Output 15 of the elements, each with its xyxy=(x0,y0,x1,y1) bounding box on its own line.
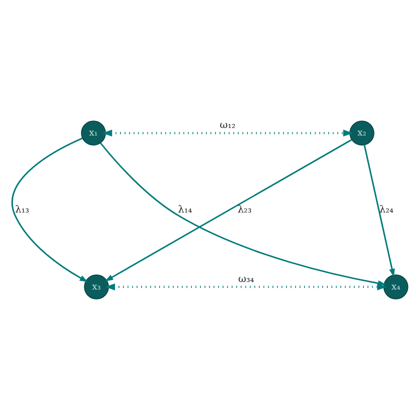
node-circle: x₂ xyxy=(349,120,374,146)
edge-label: λ₁₄ xyxy=(178,204,192,216)
edge-label: ω₃₄ xyxy=(238,274,254,285)
arrow xyxy=(104,139,352,282)
edge-label: λ₁₃ xyxy=(15,204,30,216)
node-circle: x₄ xyxy=(383,274,408,300)
node-circle: x₁ xyxy=(81,120,106,146)
node-circle: x₃ xyxy=(84,274,109,300)
arrow xyxy=(105,283,387,290)
edge-label: λ₂₃ xyxy=(238,204,252,216)
arrow xyxy=(102,130,354,137)
arrow xyxy=(364,144,395,278)
edge-label: λ₂₄ xyxy=(379,204,394,216)
edge-label: ω₁₂ xyxy=(220,120,236,132)
arrow xyxy=(12,138,88,282)
